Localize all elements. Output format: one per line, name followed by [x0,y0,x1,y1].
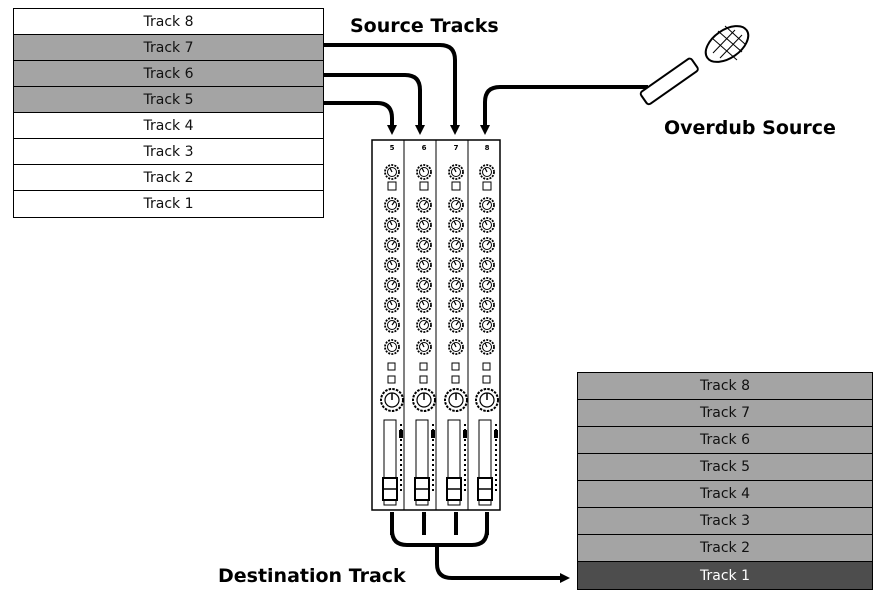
source-track-6: Track 6 [14,61,323,87]
switch-icon [482,181,492,191]
switch-icon [387,181,397,191]
destination-track-7: Track 7 [578,400,872,427]
source-track-4: Track 4 [14,113,323,139]
channel-number-top: 6 [422,144,427,152]
source-recorder-tracks: Track 8 Track 7 Track 6 Track 5 Track 4 … [13,8,324,218]
assign-button-icon [482,375,491,384]
destination-track-4: Track 4 [578,481,872,508]
channel-number-top: 7 [454,144,459,152]
destination-track-2: Track 2 [578,535,872,562]
microphone-icon [639,25,750,106]
source-track-1: Track 1 [143,196,194,212]
assign-button-icon [419,375,428,384]
assign-button-icon [387,362,396,371]
destination-track-1: Track 1 [578,562,872,589]
source-track-7: Track 7 [14,35,323,61]
source-track-2: Track 2 [14,165,323,191]
destination-track-6: Track 6 [578,427,872,454]
channel-number-top: 5 [390,144,395,152]
route-mic-to-ch8 [480,85,648,135]
destination-track-label: Destination Track [218,565,406,587]
assign-button-icon [419,362,428,371]
route-bus-to-track1 [435,545,570,583]
assign-button-icon [451,362,460,371]
source-track-8: Track 8 [14,9,323,35]
switch-icon [451,181,461,191]
overdub-source-label: Overdub Source [664,117,836,139]
route-track5-to-ch5 [322,101,397,135]
destination-recorder-tracks: Track 8 Track 7 Track 6 Track 5 Track 4 … [577,372,873,590]
source-tracks-label: Source Tracks [350,15,499,37]
destination-track-3: Track 3 [578,508,872,535]
assign-button-icon [482,362,491,371]
route-track6-to-ch6 [322,73,425,135]
switch-icon [419,181,429,191]
route-track7-to-ch7 [322,43,460,135]
mixer-channel-strips: 55667788 [371,139,501,519]
assign-button-icon [387,375,396,384]
assign-button-icon [451,375,460,384]
source-track-5: Track 5 [14,87,323,113]
destination-track-8: Track 8 [578,373,872,400]
destination-bus [390,512,570,583]
channel-number-top: 8 [485,144,490,152]
destination-track-5: Track 5 [578,454,872,481]
source-track-3: Track 3 [14,139,323,165]
